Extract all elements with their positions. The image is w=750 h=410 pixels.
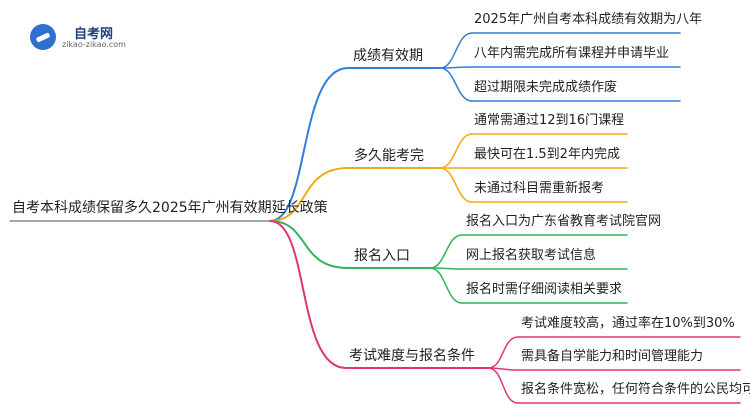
branch-connector bbox=[269, 220, 347, 369]
leaf-connector bbox=[429, 234, 463, 269]
leaf-connector bbox=[487, 367, 519, 404]
leaf-label: 2025年广州自考本科成绩有效期为八年 bbox=[474, 12, 703, 27]
branch-connector bbox=[269, 167, 349, 222]
logo-url: zikao-zikao.com bbox=[62, 40, 126, 49]
leaf-label: 网上报名获取考试信息 bbox=[466, 248, 597, 263]
logo-name: 自考网 bbox=[74, 27, 114, 42]
leaf-label: 通常需通过12到16门课程 bbox=[474, 113, 625, 128]
leaf-label: 报名时需仔细阅读相关要求 bbox=[466, 282, 623, 297]
branch-label: 多久能考完 bbox=[354, 148, 424, 164]
leaf-label: 考试难度较高，通过率在10%到30% bbox=[521, 316, 735, 331]
leaf-connector bbox=[439, 133, 473, 169]
leaf-connector bbox=[487, 336, 519, 369]
leaf-label: 八年内需完成所有课程并申请毕业 bbox=[474, 46, 670, 61]
root-topic: 自考本科成绩保留多久2025年广州有效期延长政策 bbox=[12, 200, 328, 216]
leaf-label: 需具备自学能力和时间管理能力 bbox=[521, 349, 704, 364]
graduation-cap-icon bbox=[30, 24, 56, 50]
branch-label: 报名入口 bbox=[354, 248, 410, 264]
branch-label: 成绩有效期 bbox=[353, 48, 423, 64]
branch-connector bbox=[269, 220, 349, 269]
leaf-label: 超过期限未完成成绩作废 bbox=[474, 80, 618, 95]
leaf-label: 未通过科目需重新报考 bbox=[474, 181, 605, 196]
leaf-label: 最快可在1.5到2年内完成 bbox=[474, 147, 620, 162]
leaf-label: 报名条件宽松，任何符合条件的公民均可报名 bbox=[521, 382, 750, 397]
branch-connector bbox=[269, 67, 349, 222]
leaf-connector bbox=[439, 167, 473, 203]
leaf-connector bbox=[439, 67, 473, 102]
site-logo[interactable]: 自考网 zikao-zikao.com bbox=[30, 22, 148, 52]
branch-label: 考试难度与报名条件 bbox=[349, 348, 475, 364]
leaf-label: 报名入口为广东省教育考试院官网 bbox=[466, 214, 662, 229]
leaf-connector bbox=[429, 267, 463, 304]
leaf-connector bbox=[439, 32, 473, 69]
